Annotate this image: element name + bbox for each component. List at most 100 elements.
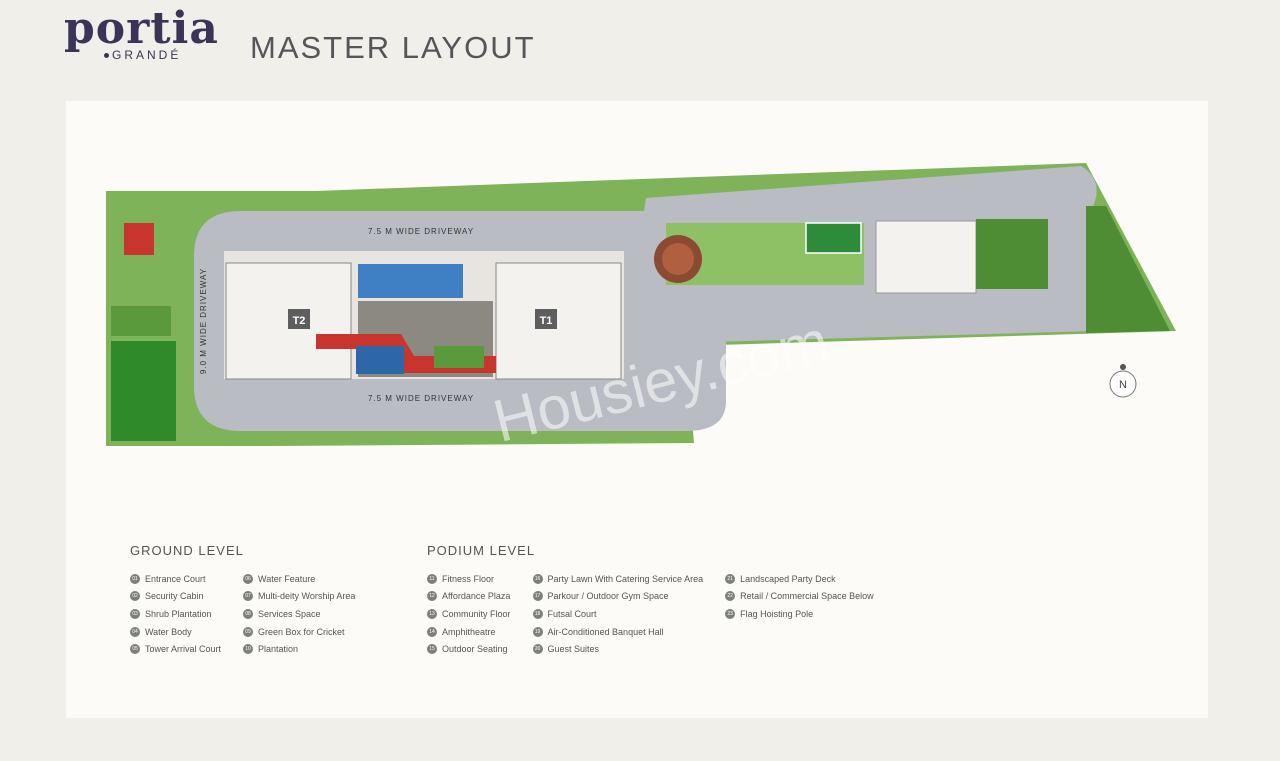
legend-number: 06 (243, 573, 254, 584)
east-lawn (1086, 206, 1170, 333)
legend-item: 17 Parkour / Outdoor Gym Space (532, 588, 704, 606)
legend-label: Landscaped Party Deck (740, 573, 836, 584)
legend-number: 09 (243, 626, 254, 637)
legend-item: 13 Community Floor (427, 605, 511, 623)
north-arrow-icon (1109, 370, 1137, 398)
legend-number: 11 (427, 573, 437, 584)
page-title: MASTER LAYOUT (250, 30, 536, 65)
legend-number: 04 (130, 626, 140, 637)
legend-label: Plantation (258, 644, 299, 655)
legend-item: 22 Retail / Commercial Space Below (725, 588, 874, 606)
north-label: N (1119, 379, 1127, 391)
swimming-pool (358, 264, 463, 298)
legend-ground-col1: 01 Entrance Court 02 Security Cabin 03 Shru… (130, 570, 221, 658)
legend-item: 18 Futsal Court (532, 605, 704, 623)
legend-number: 15 (427, 644, 437, 655)
legend-label: Flag Hoisting Pole (740, 608, 814, 619)
legend-number: 05 (130, 644, 140, 655)
driveway-side-label: 9.0 M WIDE DRIVEWAY (199, 268, 208, 374)
legend-number: 19 (532, 626, 543, 637)
legend-item: 08 Services Space (243, 605, 355, 623)
legend-label: Entrance Court (145, 573, 206, 584)
legend-number: 16 (532, 573, 543, 584)
legend-item: 02 Security Cabin (130, 588, 221, 606)
legend-item: 10 Plantation (243, 640, 355, 658)
legend-ground-level: GROUND LEVEL 01 Entrance Court 02 Security… (130, 543, 355, 658)
legend-podium-heading: PODIUM LEVEL (427, 543, 536, 558)
legend-item: 07 Multi-deity Worship Area (243, 588, 355, 606)
legend-item: 04 Water Body (130, 623, 221, 641)
cricket-green-box (111, 341, 176, 441)
legend-podium-level: PODIUM LEVEL 11 Fitness Floor 12 Affordanc… (427, 543, 874, 658)
legend-item: 16 Party Lawn With Catering Service Area (532, 570, 704, 588)
legend-number: 18 (532, 608, 543, 619)
legend-label: Fitness Floor (442, 573, 495, 584)
legend-label: Retail / Commercial Space Below (740, 591, 874, 602)
legend-label: Water Body (145, 626, 192, 637)
reflecting-pool (356, 346, 404, 374)
legend-number: 07 (243, 591, 254, 602)
legend-podium-col3: 21 Landscaped Party Deck 22 Retail / Comme… (725, 570, 874, 658)
podium-lawn (434, 346, 484, 368)
legend-label: Shrub Plantation (145, 608, 212, 619)
legend-label: Green Box for Cricket (258, 626, 345, 637)
brand-name: portia (64, 3, 219, 54)
legend-label: Futsal Court (547, 608, 597, 619)
legend-item: 06 Water Feature (243, 570, 355, 588)
legend-label: Security Cabin (145, 591, 204, 602)
legend-label: Party Lawn With Catering Service Area (547, 573, 704, 584)
legend-label: Air-Conditioned Banquet Hall (547, 626, 664, 637)
futsal-court (805, 222, 862, 254)
legend-label: Tower Arrival Court (145, 644, 222, 655)
legend-number: 17 (532, 591, 543, 602)
legend-number: 12 (427, 591, 437, 602)
party-deck (976, 219, 1048, 289)
legend-number: 21 (725, 573, 736, 584)
legend-number: 10 (243, 644, 254, 655)
legend-label: Affordance Plaza (442, 591, 511, 602)
legend-number: 23 (725, 608, 736, 619)
brand-logo: portia GRANDÉ (64, 3, 219, 63)
legend-label: Outdoor Seating (442, 644, 508, 655)
legend-label: Water Feature (258, 573, 316, 584)
legend-label: Parkour / Outdoor Gym Space (547, 591, 669, 602)
legend-ground-heading: GROUND LEVEL (130, 543, 244, 558)
legend-item: 20 Guest Suites (532, 640, 704, 658)
plan-panel: 7.5 M WIDE DRIVEWAY 7.5 M WIDE DRIVEWAY … (66, 101, 1208, 718)
legend-number: 03 (130, 608, 140, 619)
legend-item: 15 Outdoor Seating (427, 640, 511, 658)
legend-number: 02 (130, 591, 140, 602)
legend-number: 14 (427, 626, 437, 637)
legend-item: 11 Fitness Floor (427, 570, 511, 588)
legend-item: 05 Tower Arrival Court (130, 640, 221, 658)
dot-icon (104, 53, 109, 59)
legend-item: 12 Affordance Plaza (427, 588, 511, 606)
brand-subtitle: GRANDÉ (104, 48, 219, 62)
services-space (111, 306, 171, 336)
brand-sub-text: GRANDÉ (112, 48, 182, 62)
legend-item: 09 Green Box for Cricket (243, 623, 355, 641)
legend-number: 13 (427, 608, 437, 619)
legend-podium-col1: 11 Fitness Floor 12 Affordance Plaza 13 Com… (427, 570, 511, 658)
legend-item: 21 Landscaped Party Deck (725, 570, 874, 588)
legend-label: Multi-deity Worship Area (258, 591, 356, 602)
legend-label: Amphitheatre (442, 626, 496, 637)
master-plan-drawing: 7.5 M WIDE DRIVEWAY 7.5 M WIDE DRIVEWAY … (106, 163, 1176, 455)
driveway-top-label: 7.5 M WIDE DRIVEWAY (368, 227, 474, 236)
legend-item: 14 Amphitheatre (427, 623, 511, 641)
legend-label: Guest Suites (547, 644, 600, 655)
legend-number: 22 (725, 591, 736, 602)
driveway-bottom-label: 7.5 M WIDE DRIVEWAY (368, 394, 474, 403)
banquet-hall (875, 220, 977, 294)
legend-number: 08 (243, 608, 254, 619)
tower-t1-footprint (495, 262, 622, 380)
legend-number: 01 (130, 573, 140, 584)
legend-ground-col2: 06 Water Feature 07 Multi-deity Worship Ar… (243, 570, 355, 658)
legend-item: 23 Flag Hoisting Pole (725, 605, 874, 623)
legend-label: Services Space (258, 608, 321, 619)
legend-item: 19 Air-Conditioned Banquet Hall (532, 623, 704, 641)
legend-number: 20 (532, 644, 543, 655)
legend-item: 01 Entrance Court (130, 570, 221, 588)
legend-label: Community Floor (442, 608, 511, 619)
